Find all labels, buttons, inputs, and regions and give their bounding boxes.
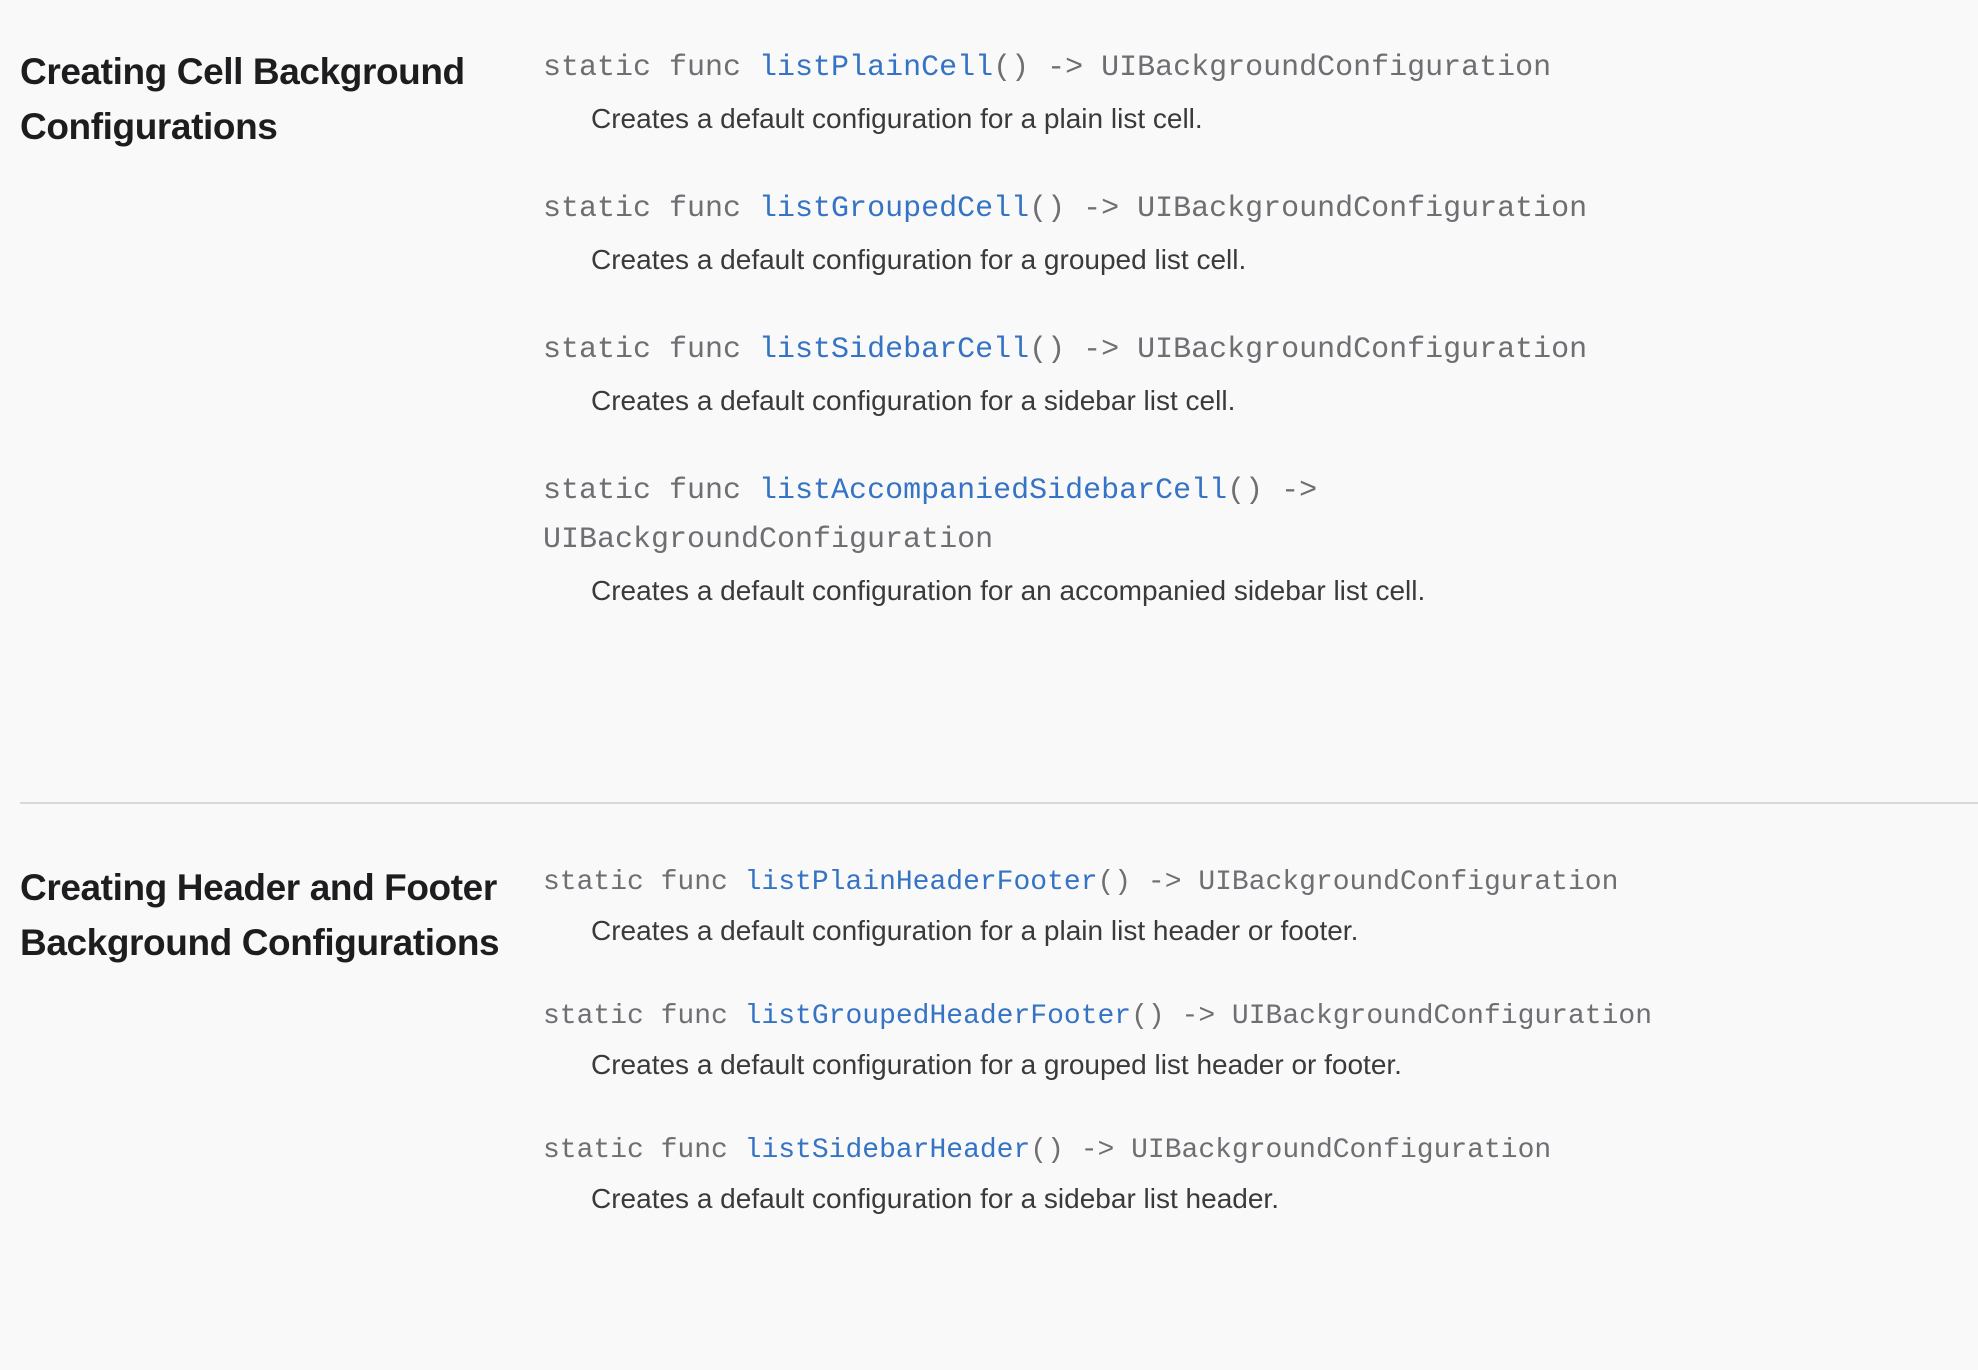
api-method-link[interactable]: listSidebarHeader	[744, 1135, 1031, 1166]
api-signature[interactable]: static func listSidebarCell() -> UIBackg…	[543, 326, 1968, 375]
api-entry[interactable]: static func listSidebarCell() -> UIBackg…	[543, 326, 1968, 467]
section-heading-column: Creating Header and Footer Background Co…	[20, 860, 543, 970]
api-entry-list-header-footer: static func listPlainHeaderFooter() -> U…	[543, 860, 1968, 1220]
api-signature[interactable]: static func listGroupedCell() -> UIBackg…	[543, 185, 1968, 234]
section-title-cell-background: Creating Cell Background Configurations	[20, 51, 465, 147]
api-method-link[interactable]: listAccompaniedSidebarCell	[759, 474, 1228, 508]
signature-return-type: () -> UIBackgroundConfiguration	[993, 51, 1552, 85]
signature-keyword: static func	[543, 333, 760, 367]
api-entry[interactable]: static func listAccompaniedSidebarCell()…	[543, 467, 1968, 612]
api-entry-list-cell: static func listPlainCell() -> UIBackgro…	[543, 44, 1968, 612]
section-creating-header-and-footer-background-configurations: Creating Header and Footer Background Co…	[0, 860, 1978, 1220]
signature-return-type: () -> UIBackgroundConfiguration	[1097, 867, 1619, 898]
api-description: Creates a default configuration for a si…	[591, 385, 1236, 416]
api-description: Creates a default configuration for a si…	[591, 1183, 1279, 1214]
signature-keyword: static func	[543, 1135, 745, 1166]
api-signature[interactable]: static func listSidebarHeader() -> UIBac…	[543, 1128, 1968, 1174]
api-signature[interactable]: static func listPlainHeaderFooter() -> U…	[543, 860, 1968, 906]
signature-keyword: static func	[543, 1001, 745, 1032]
section-heading-column: Creating Cell Background Configurations	[20, 44, 543, 154]
api-entry[interactable]: static func listSidebarHeader() -> UIBac…	[543, 1128, 1968, 1220]
api-method-link[interactable]: listPlainCell	[759, 51, 994, 85]
api-signature[interactable]: static func listPlainCell() -> UIBackgro…	[543, 44, 1968, 93]
api-method-link[interactable]: listGroupedCell	[759, 192, 1030, 226]
signature-return-type: () -> UIBackgroundConfiguration	[1030, 1135, 1552, 1166]
api-entry[interactable]: static func listPlainHeaderFooter() -> U…	[543, 860, 1968, 994]
api-description: Creates a default configuration for an a…	[591, 575, 1426, 606]
section-title-header-footer-background: Creating Header and Footer Background Co…	[20, 867, 500, 963]
signature-return-type: () -> UIBackgroundConfiguration	[1131, 1001, 1652, 1032]
api-method-link[interactable]: listGroupedHeaderFooter	[744, 1001, 1132, 1032]
signature-return-type: () -> UIBackgroundConfiguration	[1029, 333, 1588, 367]
api-signature[interactable]: static func listAccompaniedSidebarCell()…	[543, 467, 1733, 565]
api-entry[interactable]: static func listGroupedCell() -> UIBackg…	[543, 185, 1968, 326]
api-description: Creates a default configuration for a gr…	[591, 1049, 1402, 1080]
api-method-link[interactable]: listSidebarCell	[759, 333, 1030, 367]
api-description: Creates a default configuration for a pl…	[591, 915, 1359, 946]
api-method-link[interactable]: listPlainHeaderFooter	[744, 867, 1098, 898]
api-signature[interactable]: static func listGroupedHeaderFooter() ->…	[543, 994, 1968, 1040]
signature-keyword: static func	[543, 51, 760, 85]
signature-return-type: () -> UIBackgroundConfiguration	[543, 474, 1318, 557]
section-creating-cell-background-configurations: Creating Cell Background Configurations …	[0, 0, 1978, 612]
section-divider	[20, 802, 1978, 804]
api-entry[interactable]: static func listPlainCell() -> UIBackgro…	[543, 44, 1968, 185]
signature-keyword: static func	[543, 474, 760, 508]
signature-keyword: static func	[543, 192, 760, 226]
signature-return-type: () -> UIBackgroundConfiguration	[1029, 192, 1588, 226]
api-description: Creates a default configuration for a gr…	[591, 244, 1247, 275]
api-entry[interactable]: static func listGroupedHeaderFooter() ->…	[543, 994, 1968, 1128]
signature-keyword: static func	[543, 867, 745, 898]
api-description: Creates a default configuration for a pl…	[591, 103, 1203, 134]
